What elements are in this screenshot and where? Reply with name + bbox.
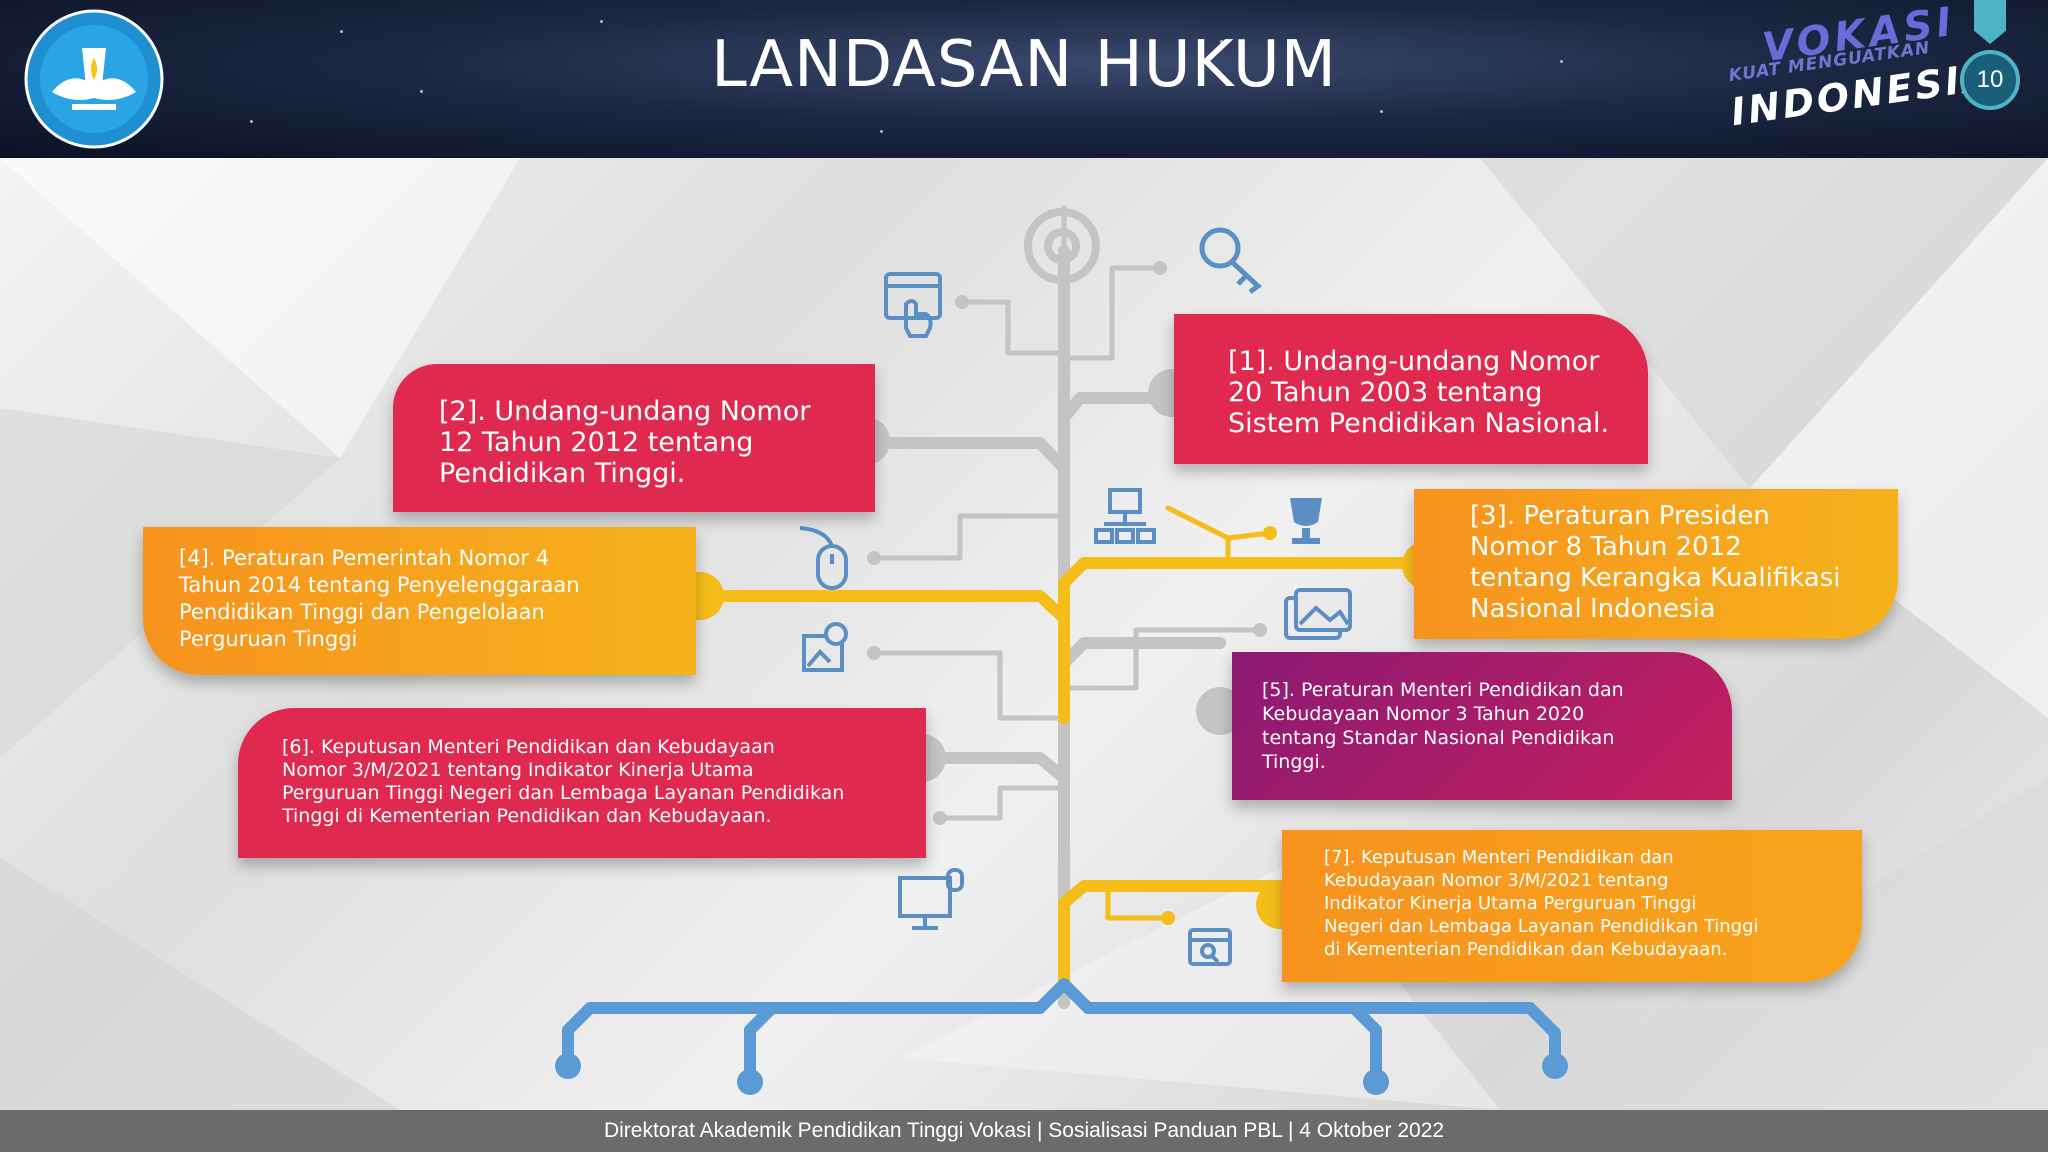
legal-item-4-line: Tahun 2014 tentang Penyelenggaraan [179, 573, 580, 597]
page-title: LANDASAN HUKUM [711, 28, 1337, 102]
tut-wuri-handayani-logo [24, 9, 164, 149]
touch-screen-icon [884, 272, 942, 338]
map-pin-icon [802, 622, 848, 672]
legal-item-6-line: Perguruan Tinggi Negeri dan Lembaga Laya… [282, 782, 845, 804]
legal-item-2-line: 12 Tahun 2012 tentang [439, 427, 754, 458]
legal-item-7-line: [7]. Keputusan Menteri Pendidikan dan [1324, 847, 1674, 868]
root-nodes [555, 1053, 1568, 1095]
search-window-icon [1188, 928, 1232, 966]
legal-item-5-line: Tinggi. [1262, 751, 1326, 773]
legal-item-1-line: Sistem Pendidikan Nasional. [1228, 408, 1610, 439]
legal-item-5-line: Kebudayaan Nomor 3 Tahun 2020 [1262, 703, 1585, 725]
trophy-icon [1290, 498, 1322, 544]
legal-item-7: [7]. Keputusan Menteri Pendidikan dan Ke… [1282, 830, 1862, 982]
legal-item-4: [4]. Peraturan Pemerintah Nomor 4 Tahun … [143, 527, 696, 675]
legal-item-2-line: Pendidikan Tinggi. [439, 458, 686, 489]
legal-item-3-line: [3]. Peraturan Presiden [1470, 501, 1770, 531]
legal-item-5: [5]. Peraturan Menteri Pendidikan dan Ke… [1232, 652, 1732, 800]
legal-item-1-line: 20 Tahun 2003 tentang [1228, 377, 1543, 408]
legal-item-2-line: [2]. Undang-undang Nomor [439, 396, 811, 427]
header-banner: LANDASAN HUKUM VOKASI KUAT MENGUATKAN IN… [0, 0, 2048, 158]
target-icon [1024, 208, 1100, 284]
legal-item-3-line: Nomor 8 Tahun 2012 [1470, 532, 1742, 562]
legal-item-1-line: [1]. Undang-undang Nomor [1228, 346, 1600, 377]
blue-roots [562, 978, 1561, 1088]
legal-item-4-line: Perguruan Tinggi [179, 627, 358, 651]
legal-item-3: [3]. Peraturan Presiden Nomor 8 Tahun 20… [1414, 489, 1898, 639]
legal-item-7-line: Indikator Kinerja Utama Perguruan Tinggi [1324, 893, 1697, 914]
legal-item-7-line: Negeri dan Lembaga Layanan Pendidikan Ti… [1324, 916, 1759, 937]
slide-content: [1]. Undang-undang Nomor 20 Tahun 2003 t… [0, 158, 2048, 1110]
legal-item-5-line: tentang Standar Nasional Pendidikan [1262, 727, 1615, 749]
yellow-branches [694, 557, 1428, 986]
computer-icon [898, 868, 964, 930]
legal-item-3-line: tentang Kerangka Kualifikasi [1470, 563, 1841, 593]
legal-item-4-line: Pendidikan Tinggi dan Pengelolaan [179, 600, 545, 624]
thin-yellow-circuits [1105, 505, 1273, 921]
legal-item-4-line: [4]. Peraturan Pemerintah Nomor 4 [179, 546, 550, 570]
thin-gray-circuits [871, 205, 1263, 821]
footer-bar: Direktorat Akademik Pendidikan Tinggi Vo… [0, 1110, 2048, 1152]
network-icon [1094, 488, 1156, 544]
legal-item-7-line: di Kementerian Pendidikan dan Kebudayaan… [1324, 939, 1728, 960]
page-number-badge: 10 [1960, 50, 2020, 110]
legal-item-7-line: Kebudayaan Nomor 3/M/2021 tentang [1324, 870, 1669, 891]
legal-item-6: [6]. Keputusan Menteri Pendidikan dan Ke… [238, 708, 926, 858]
legal-item-1: [1]. Undang-undang Nomor 20 Tahun 2003 t… [1174, 314, 1648, 464]
legal-item-2: [2]. Undang-undang Nomor 12 Tahun 2012 t… [393, 364, 875, 512]
mouse-icon [799, 526, 848, 590]
legal-item-6-line: Nomor 3/M/2021 tentang Indikator Kinerja… [282, 759, 754, 781]
image-gallery-icon [1284, 588, 1352, 640]
legal-item-6-line: Tinggi di Kementerian Pendidikan dan Keb… [282, 805, 772, 827]
legal-item-6-line: [6]. Keputusan Menteri Pendidikan dan Ke… [282, 736, 775, 758]
key-icon [1199, 227, 1262, 294]
legal-item-5-line: [5]. Peraturan Menteri Pendidikan dan [1262, 679, 1624, 701]
legal-item-3-line: Nasional Indonesia [1470, 594, 1716, 624]
